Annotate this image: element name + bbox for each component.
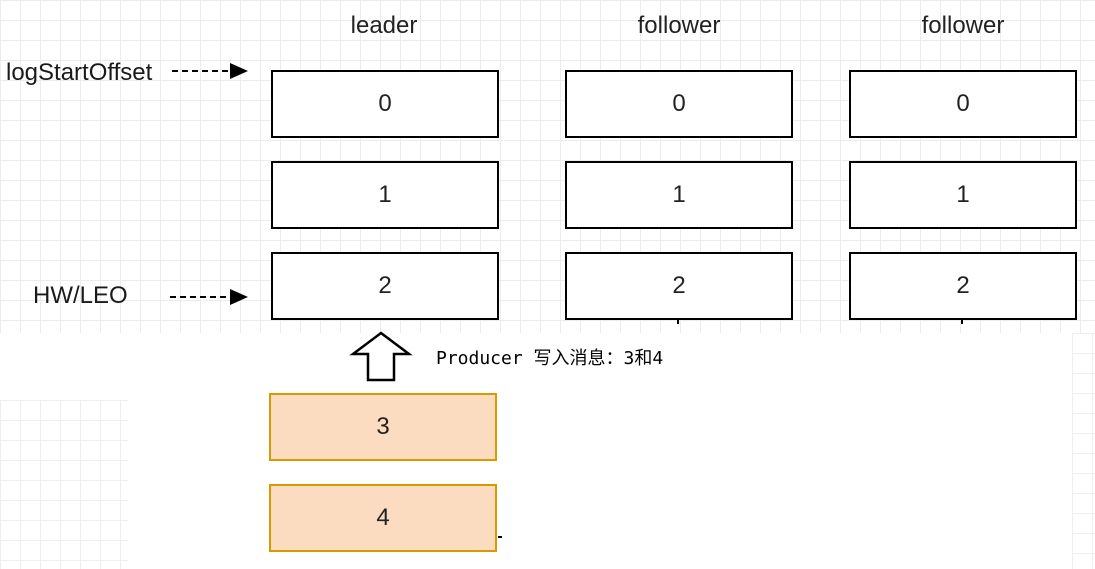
new-message-3: 3 xyxy=(269,393,497,461)
producer-up-arrow xyxy=(349,331,413,382)
leader-offset-0: 0 xyxy=(271,70,499,138)
hw-leo-label: HW/LEO xyxy=(33,282,128,309)
follower-2-offset-1: 1 xyxy=(849,161,1077,229)
follower-1-offset-0: 0 xyxy=(565,70,793,138)
follower-1-offset-1: 1 xyxy=(565,161,793,229)
leader-offset-1: 1 xyxy=(271,161,499,229)
log-start-offset-arrow xyxy=(172,63,248,79)
column-label-leader: leader xyxy=(350,12,418,39)
new-message-4: 4 xyxy=(269,484,497,552)
follower-2-offset-2: 2 xyxy=(849,252,1077,320)
log-start-offset-label: logStartOffset xyxy=(6,59,153,86)
hw-leo-arrow xyxy=(170,289,248,305)
leader-offset-2: 2 xyxy=(271,252,499,320)
follower-1-offset-2: 2 xyxy=(565,252,793,320)
follower-2-offset-0: 0 xyxy=(849,70,1077,138)
producer-note: Producer 写入消息：3和4 xyxy=(436,348,664,369)
grid-patch-right xyxy=(1072,333,1095,569)
grid-patch-left xyxy=(0,400,128,569)
column-label-follower-2: follower xyxy=(921,12,1005,39)
blank-area xyxy=(0,333,1095,569)
column-label-follower-1: follower xyxy=(637,12,721,39)
